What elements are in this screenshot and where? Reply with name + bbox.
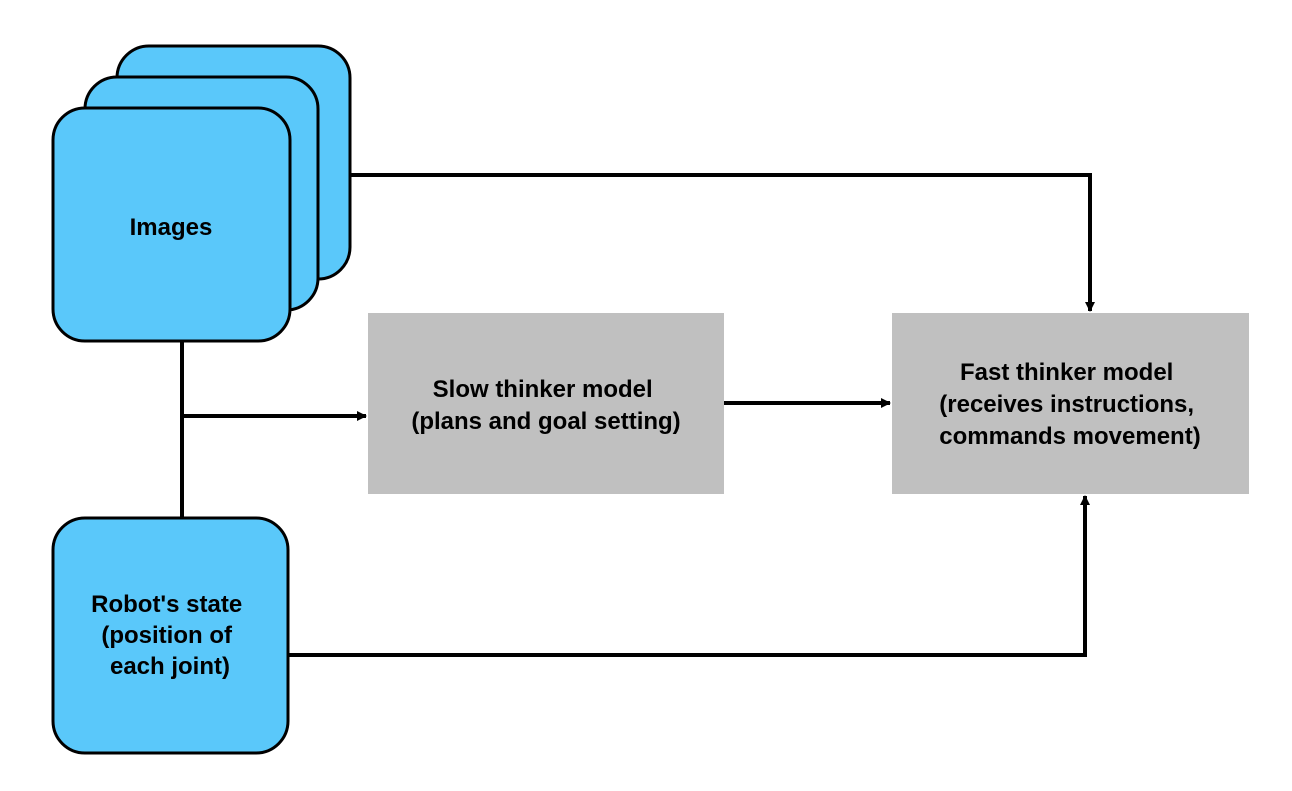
fast-thinker-line-1: Fast thinker model <box>960 359 1173 386</box>
fast-thinker-box <box>892 313 1249 494</box>
images-node: Images <box>51 44 352 343</box>
robot-state-line-3: each joint) <box>110 653 230 680</box>
robot-state-line-2: (position of <box>101 622 233 649</box>
fast-thinker-label: Fast thinker model (receives instruction… <box>939 359 1200 450</box>
fast-thinker-node: Fast thinker model (receives instruction… <box>892 313 1249 494</box>
slow-thinker-node: Slow thinker model (plans and goal setti… <box>368 313 724 494</box>
robot-state-node: Robot's state (position of each joint) <box>51 516 290 755</box>
fast-thinker-line-2: (receives instructions, <box>939 391 1194 418</box>
slow-thinker-box <box>368 313 724 494</box>
slow-thinker-label: Slow thinker model (plans and goal setti… <box>411 376 680 435</box>
robot-state-line-1: Robot's state <box>91 591 242 618</box>
images-card-front <box>51 106 292 343</box>
slow-thinker-line-1: Slow thinker model <box>433 376 653 403</box>
connectors <box>180 173 1095 657</box>
robot-state-label: Robot's state (position of each joint) <box>91 591 249 680</box>
robot-state-box <box>51 516 290 755</box>
images-to-fast-thinker-arrow <box>350 173 1095 312</box>
images-label: Images <box>130 214 213 241</box>
fast-thinker-line-3: commands movement) <box>939 423 1200 450</box>
slow-thinker-line-2: (plans and goal setting) <box>411 408 680 435</box>
robot-state-to-fast-thinker-arrow <box>288 495 1090 657</box>
